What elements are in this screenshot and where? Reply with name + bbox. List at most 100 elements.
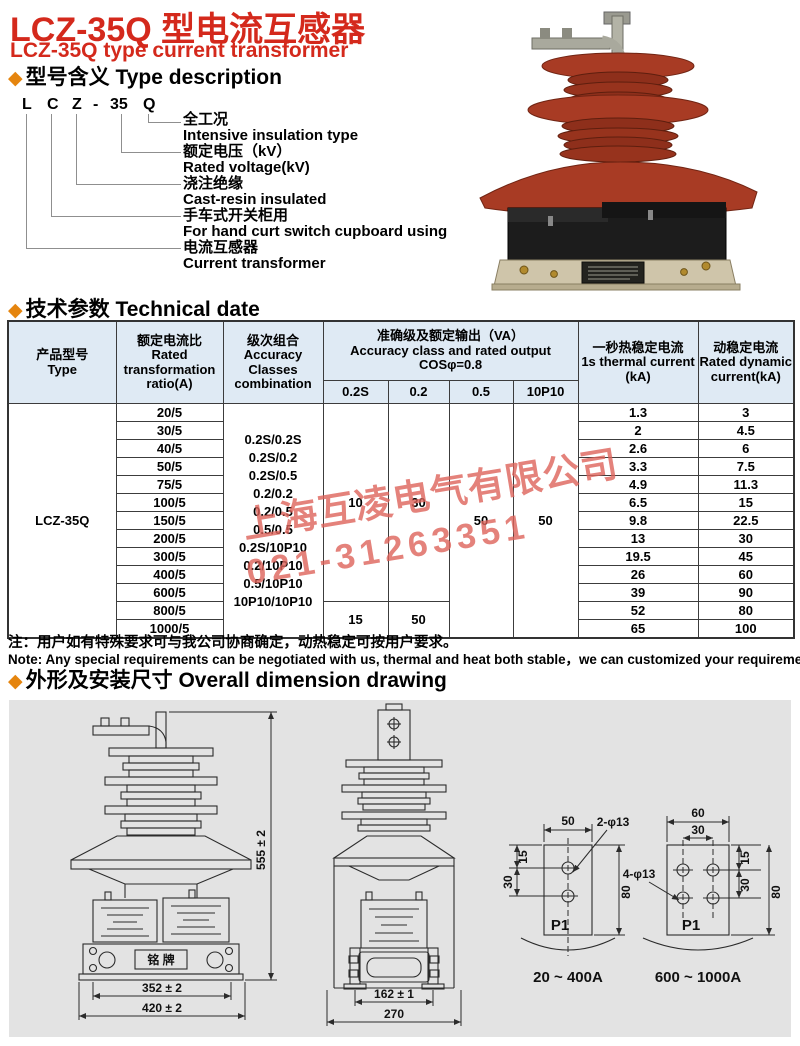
dim-p2-height: 80 <box>769 885 783 899</box>
thermal-cell: 2.6 <box>577 439 699 458</box>
dim-p2-d1: 15 <box>738 851 752 865</box>
dynamic-cell: 45 <box>697 547 795 566</box>
transformer-photo-drawing <box>479 11 758 291</box>
dim-front-height: 555 ± 2 <box>254 830 268 870</box>
output-cell: 50 <box>512 403 579 639</box>
dimension-drawing-box: 铭 牌 555 ± 2 352 ± 2 420 ± 2 <box>9 700 791 1037</box>
diamond-icon: ◆ <box>8 300 23 321</box>
dynamic-cell: 3 <box>697 403 795 422</box>
dim-p2-d2: 30 <box>738 878 752 892</box>
type-label-zh: 浇注绝缘 <box>183 175 244 192</box>
thermal-cell: 4.9 <box>577 475 699 494</box>
mount-pattern-small: 50 2-φ13 15 30 80 P1 20 ~ 400A <box>501 814 633 986</box>
section-label: 外形及安装尺寸 Overall dimension drawing <box>25 669 447 692</box>
p1-caption: 20 ~ 400A <box>533 969 603 986</box>
side-view-drawing: 162 ± 1 270 <box>326 703 462 1026</box>
p2-plate-label: P1 <box>682 917 700 934</box>
dim-p1-height: 80 <box>619 885 633 899</box>
connector-line <box>76 114 181 185</box>
thermal-cell: 13 <box>577 529 699 548</box>
product-photo <box>479 11 758 291</box>
ratio-cell: 200/5 <box>115 529 224 548</box>
dynamic-cell: 15 <box>697 493 795 512</box>
output-cell: 50 <box>387 601 450 639</box>
type-label-zh: 额定电压（kV） <box>183 143 292 160</box>
col-header-output-group: 准确级及额定输出（VA）Accuracy class and rated out… <box>322 320 579 381</box>
type-label-en: Cast-resin insulated <box>183 191 327 208</box>
diamond-icon: ◆ <box>8 671 23 692</box>
ratio-cell: 400/5 <box>115 565 224 584</box>
connector-line <box>121 114 181 153</box>
ratio-cell: 40/5 <box>115 439 224 458</box>
type-label: 额定电压（kV）Rated voltage(kV) <box>183 144 447 176</box>
thermal-cell: 39 <box>577 583 699 602</box>
dynamic-cell: 30 <box>697 529 795 548</box>
dynamic-cell: 4.5 <box>697 421 795 440</box>
thermal-cell: 3.3 <box>577 457 699 476</box>
ratio-cell: 30/5 <box>115 421 224 440</box>
thermal-cell: 19.5 <box>577 547 699 566</box>
output-cell: 10 <box>322 403 389 602</box>
ratio-cell: 100/5 <box>115 493 224 512</box>
thermal-cell: 1.3 <box>577 403 699 422</box>
type-label-en: Rated voltage(kV) <box>183 159 310 176</box>
dim-p1-holes: 2-φ13 <box>597 815 630 829</box>
dim-side-outer-width: 270 <box>384 1007 404 1021</box>
type-label-en: Intensive insulation type <box>183 127 359 144</box>
thermal-cell: 2 <box>577 421 699 440</box>
page-subtitle: LCZ-35Q type current transformer <box>10 39 349 62</box>
dim-p2-inner: 30 <box>691 823 705 837</box>
output-cell: 15 <box>322 601 389 639</box>
type-code-char: C <box>47 96 59 113</box>
mount-pattern-large: 60 30 4-φ13 15 30 80 P1 600 ~ 1000A <box>623 806 783 986</box>
front-view-drawing: 铭 牌 555 ± 2 352 ± 2 420 ± 2 <box>70 711 277 1020</box>
thermal-cell: 65 <box>577 619 699 639</box>
dynamic-cell: 7.5 <box>697 457 795 476</box>
dim-p1-width: 50 <box>561 814 575 828</box>
col-header-output: 0.2S <box>322 380 389 404</box>
ratio-cell: 300/5 <box>115 547 224 566</box>
type-code-char: Z <box>72 96 82 113</box>
type-code-char: Q <box>143 96 156 113</box>
dynamic-cell: 90 <box>697 583 795 602</box>
ratio-cell: 600/5 <box>115 583 224 602</box>
dynamic-cell: 11.3 <box>697 475 795 494</box>
dim-p2-width: 60 <box>691 806 705 820</box>
type-label-zh: 电流互感器 <box>183 239 259 256</box>
type-code-char: 35 <box>110 96 128 113</box>
type-label-en: Current transformer <box>183 255 326 272</box>
dynamic-cell: 100 <box>697 619 795 639</box>
ratio-cell: 20/5 <box>115 403 224 422</box>
page-title: LCZ-35Q 型电流互感器 <box>10 11 366 49</box>
dim-p1-d2: 30 <box>501 875 515 889</box>
section-type-description: ◆型号含义 Type description <box>8 61 282 91</box>
dim-side-inner-width: 162 ± 1 <box>374 987 414 1001</box>
dynamic-cell: 6 <box>697 439 795 458</box>
dynamic-cell: 60 <box>697 565 795 584</box>
section-label: 型号含义 Type description <box>25 66 282 89</box>
note-en: Note: Any special requirements can be ne… <box>8 652 800 667</box>
type-code-char: L <box>22 96 32 113</box>
section-dimension-drawing: ◆外形及安装尺寸 Overall dimension drawing <box>8 664 447 694</box>
thermal-cell: 52 <box>577 601 699 620</box>
